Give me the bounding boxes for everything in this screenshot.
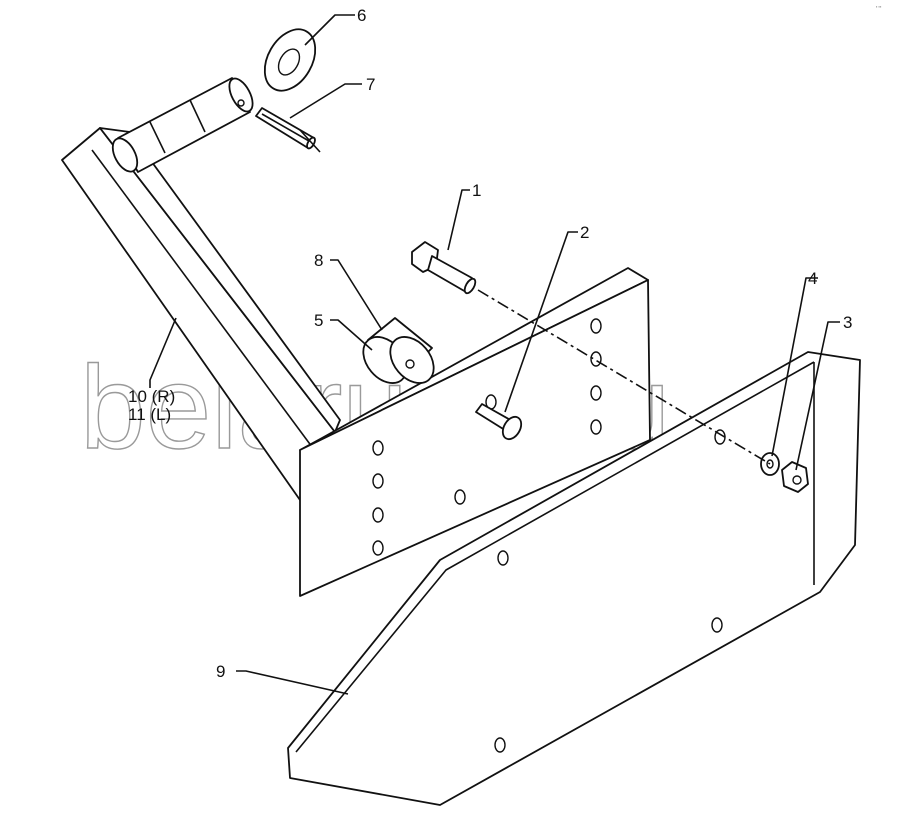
callout-8: 8 — [314, 251, 323, 270]
callout-11: 11 (L) — [128, 405, 171, 424]
nut-part-3 — [781, 461, 809, 493]
callout-6: 6 — [357, 6, 366, 25]
callout-7: 7 — [366, 75, 375, 94]
rubber-bumper-part-5 — [362, 317, 435, 384]
corner-mark: ▪ ▪▪ — [876, 4, 882, 9]
side-plate-part-9 — [287, 351, 861, 806]
bolt-part-1 — [411, 241, 477, 295]
callout-3: 3 — [843, 313, 852, 332]
callout-9: 9 — [216, 662, 225, 681]
bolt-part-2 — [475, 403, 523, 441]
shaft — [111, 77, 254, 173]
callout-1: 1 — [472, 181, 481, 200]
callout-2: 2 — [580, 223, 589, 242]
callout-4: 4 — [808, 269, 817, 288]
washer-part-6 — [263, 28, 317, 92]
callout-10: 10 (R) — [128, 387, 175, 406]
leader-lines — [149, 14, 840, 695]
pin-part-7 — [255, 107, 316, 150]
callout-5: 5 — [314, 311, 323, 330]
